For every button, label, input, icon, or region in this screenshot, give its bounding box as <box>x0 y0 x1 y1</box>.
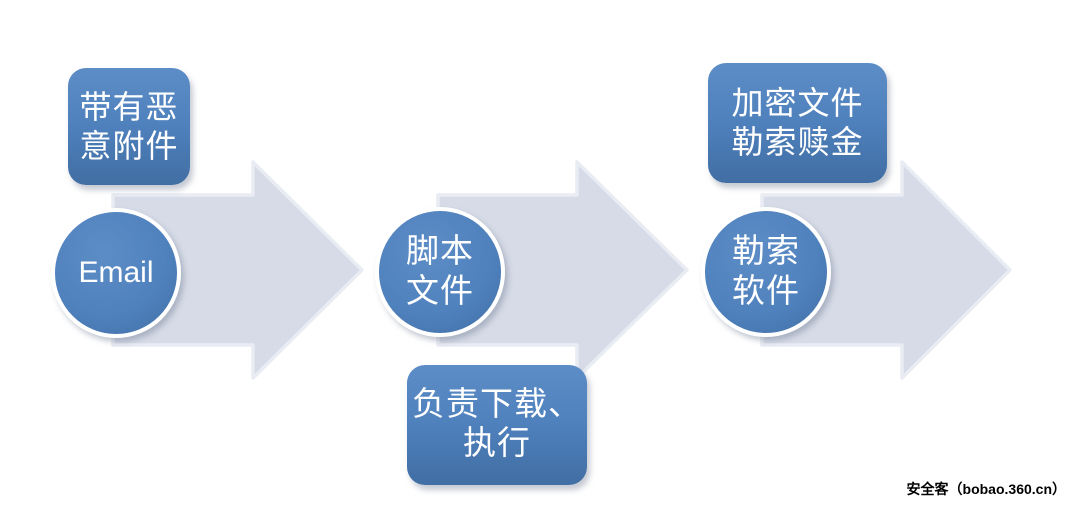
node-label: 勒索 <box>732 234 800 270</box>
note-line: 勒索赎金 <box>731 124 864 160</box>
note-encrypt-ransom: 加密文件 勒索赎金 <box>708 63 887 183</box>
node-label: 文件 <box>406 274 474 310</box>
node-label: 脚本 <box>406 234 474 270</box>
node-ransomware: 勒索 软件 <box>701 207 831 337</box>
note-line: 负责下载、 <box>412 387 582 423</box>
flow-arrow-1-icon <box>111 160 364 380</box>
flow-arrow-2-icon <box>436 160 689 380</box>
note-line: 执行 <box>463 426 531 462</box>
watermark-anquanke: 安全客（bobao.360.cn） <box>906 481 1066 497</box>
note-line: 带有恶 <box>79 88 179 125</box>
node-email: Email <box>51 208 181 338</box>
node-label: Email <box>78 256 154 289</box>
note-line: 意附件 <box>79 127 179 164</box>
node-label: 软件 <box>732 274 800 310</box>
flow-arrow-3-icon <box>760 160 1012 380</box>
note-download-execute: 负责下载、 执行 <box>407 365 587 485</box>
note-malicious-attachment: 带有恶 意附件 <box>68 68 190 185</box>
note-line: 加密文件 <box>731 85 864 121</box>
node-script-file: 脚本 文件 <box>375 207 505 337</box>
